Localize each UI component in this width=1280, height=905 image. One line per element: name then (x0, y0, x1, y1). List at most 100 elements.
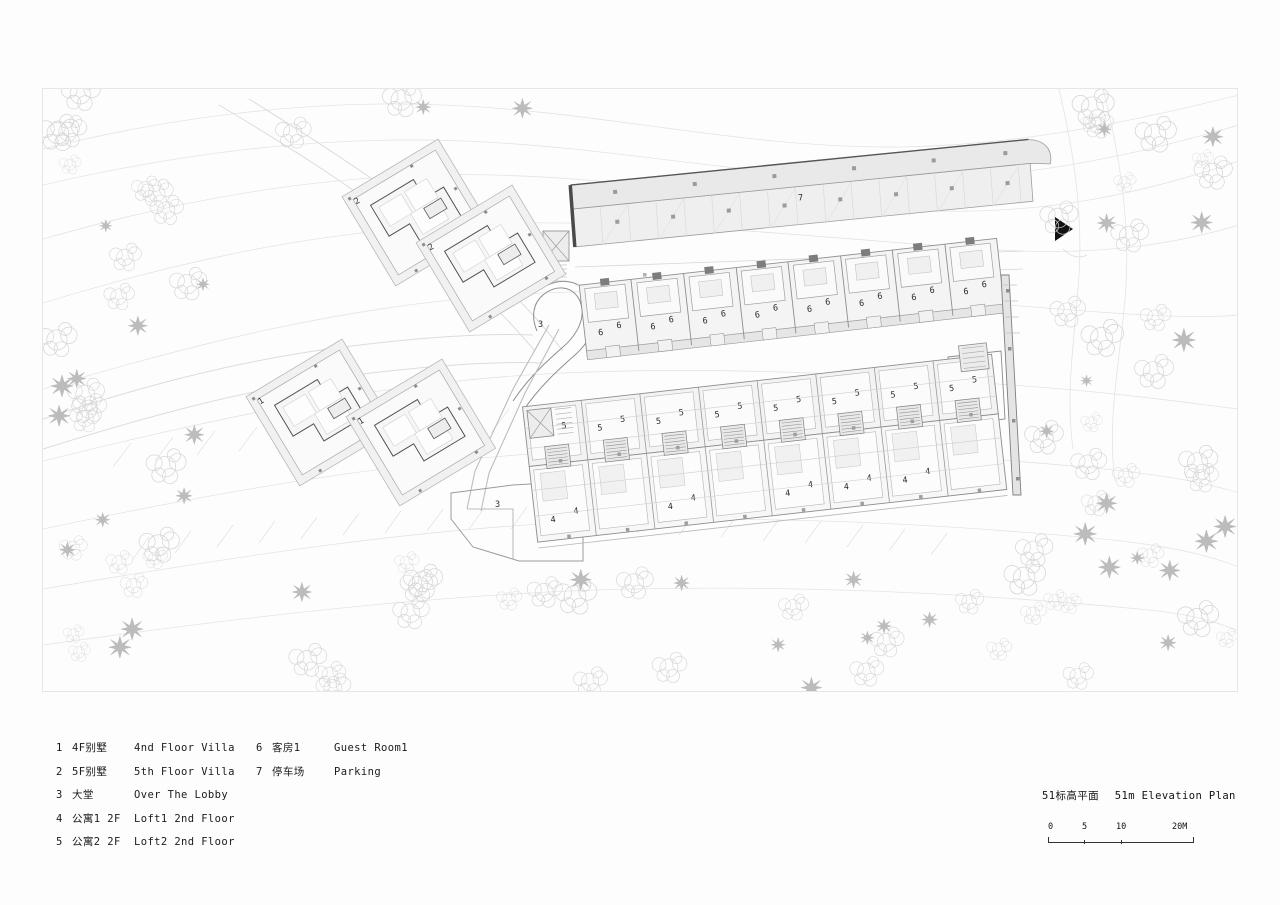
tree-canopy-icon (573, 666, 608, 691)
stair-tread (841, 426, 862, 430)
legend-column-right: 6 客房1 Guest Room1 7 停车场 Parking (256, 740, 408, 787)
tree-canopy-icon (43, 322, 78, 358)
stair-tread (722, 427, 743, 431)
legend-label-cn: 公寓1 2F (72, 812, 121, 825)
legend-number: 3 (56, 789, 63, 801)
loft-stair-core (720, 423, 748, 450)
tree-conifer-icon (1080, 374, 1093, 387)
stair-tread (781, 423, 802, 427)
stair-tread (783, 436, 804, 440)
drawing-frame-border: 7 (42, 88, 1238, 692)
legend-item: 3 大堂 Over The Lobby (56, 787, 235, 811)
stair-tread (899, 410, 919, 414)
plan-label-guest-room: 6 (720, 309, 726, 320)
tree-conifer-icon (800, 676, 823, 691)
villa-column (318, 468, 323, 473)
plan-label-guest-room: 6 (806, 304, 812, 315)
plan-label-loft1: 4 (785, 489, 791, 500)
legend-number: 1 (56, 742, 63, 754)
guest-unit-room (750, 273, 776, 293)
guest-unit-entry (761, 327, 778, 341)
villa-pool (423, 197, 448, 220)
villa-column (251, 396, 256, 401)
parking-structure: 7 (568, 138, 1052, 286)
guest-bay-dividers (630, 244, 954, 352)
stair-tread (899, 417, 920, 420)
legend-label-cn: 停车场 (272, 765, 305, 778)
loft1-unit-room (774, 444, 803, 476)
villa-column (351, 416, 356, 421)
loft-stair-core (661, 430, 689, 456)
site-plan-drawing: 7 (43, 89, 1237, 691)
legend-label-cn: 大堂 (72, 789, 94, 801)
stair-tread (723, 436, 744, 440)
tree-conifer-icon (770, 637, 786, 653)
guest-unit-core (912, 242, 923, 251)
stair-tread (841, 429, 862, 433)
stair-tread (782, 427, 803, 430)
tree-canopy-icon (109, 242, 142, 272)
scale-bar-labels: 0 5 10 20M (1048, 822, 1194, 835)
tree-canopy-icon (1134, 115, 1177, 153)
legend-item: 6 客房1 Guest Room1 (256, 740, 408, 764)
plan-label-guest-room: 6 (754, 310, 760, 321)
stair-tread (841, 423, 862, 427)
tree-conifer-icon (1073, 522, 1098, 546)
title-block: 51标高平面 51m Elevation Plan (1042, 788, 1236, 803)
loft1-unit-room (598, 463, 627, 495)
stair-tread (957, 400, 978, 404)
legend-label-cn: 公寓2 2F (72, 836, 121, 848)
plan-label-villa: 1 (357, 416, 367, 427)
guest-unit-entry (657, 338, 674, 353)
plan-label-loft1: 4 (667, 502, 673, 513)
plan-label-villa: 2 (353, 196, 363, 207)
tree-conifer-icon (512, 97, 533, 119)
tree-canopy-icon (1177, 600, 1220, 637)
villa-column (414, 268, 419, 273)
legend-label-en: Parking (334, 765, 382, 778)
tree-conifer-icon (1039, 423, 1054, 439)
tree-canopy-icon (651, 651, 688, 683)
legend-item: 5 公寓2 2F Loft2 2nd Floor (56, 834, 235, 858)
loft-west-service-core (526, 407, 574, 439)
tree-canopy-icon (103, 282, 135, 311)
stair-tread (606, 453, 627, 456)
tree-canopy-icon (849, 656, 885, 687)
stair-tread (546, 446, 567, 450)
stair-tread (724, 439, 745, 443)
villa-column (453, 186, 458, 191)
villa-pool (427, 417, 452, 440)
plan-title-cn: 51标高平面 (1042, 790, 1100, 802)
stair-tread (605, 443, 626, 447)
stair-tread (900, 423, 921, 427)
lobby-platform-lower (450, 480, 584, 562)
villa-column (347, 196, 352, 201)
loft-east-service-core (958, 342, 990, 373)
tree-canopy-icon (1215, 628, 1237, 648)
villa-column (483, 209, 488, 215)
plan-label-loft1: 4 (843, 482, 849, 493)
plan-label-guest-room: 6 (825, 297, 831, 308)
tree-canopy-icon (778, 593, 809, 621)
stair-tread (664, 436, 685, 440)
stair-tread (840, 420, 861, 424)
tree-canopy-icon (986, 637, 1013, 661)
tree-canopy-icon (63, 624, 85, 644)
plan-label-loft2: 5 (678, 408, 684, 419)
guest-unit-room (698, 279, 724, 299)
tree-canopy-icon (1193, 155, 1233, 190)
tree-canopy-icon (138, 526, 180, 563)
tree-canopy-icon (1024, 419, 1064, 455)
villa-4f: 1 (245, 338, 397, 487)
guest-unit-core (652, 272, 662, 280)
villa-room (452, 239, 487, 273)
legend-label-en: Over The Lobby (134, 789, 229, 801)
tree-conifer-icon (921, 611, 938, 628)
legend-number: 5 (56, 836, 63, 848)
loft1-unit-room (891, 430, 920, 463)
scale-tick-label: 0 (1048, 822, 1054, 832)
stair-tread (724, 443, 745, 446)
villa-5f: 2 (415, 184, 567, 333)
north-arrow-marker (1055, 217, 1088, 258)
tree-canopy-icon (105, 550, 134, 575)
